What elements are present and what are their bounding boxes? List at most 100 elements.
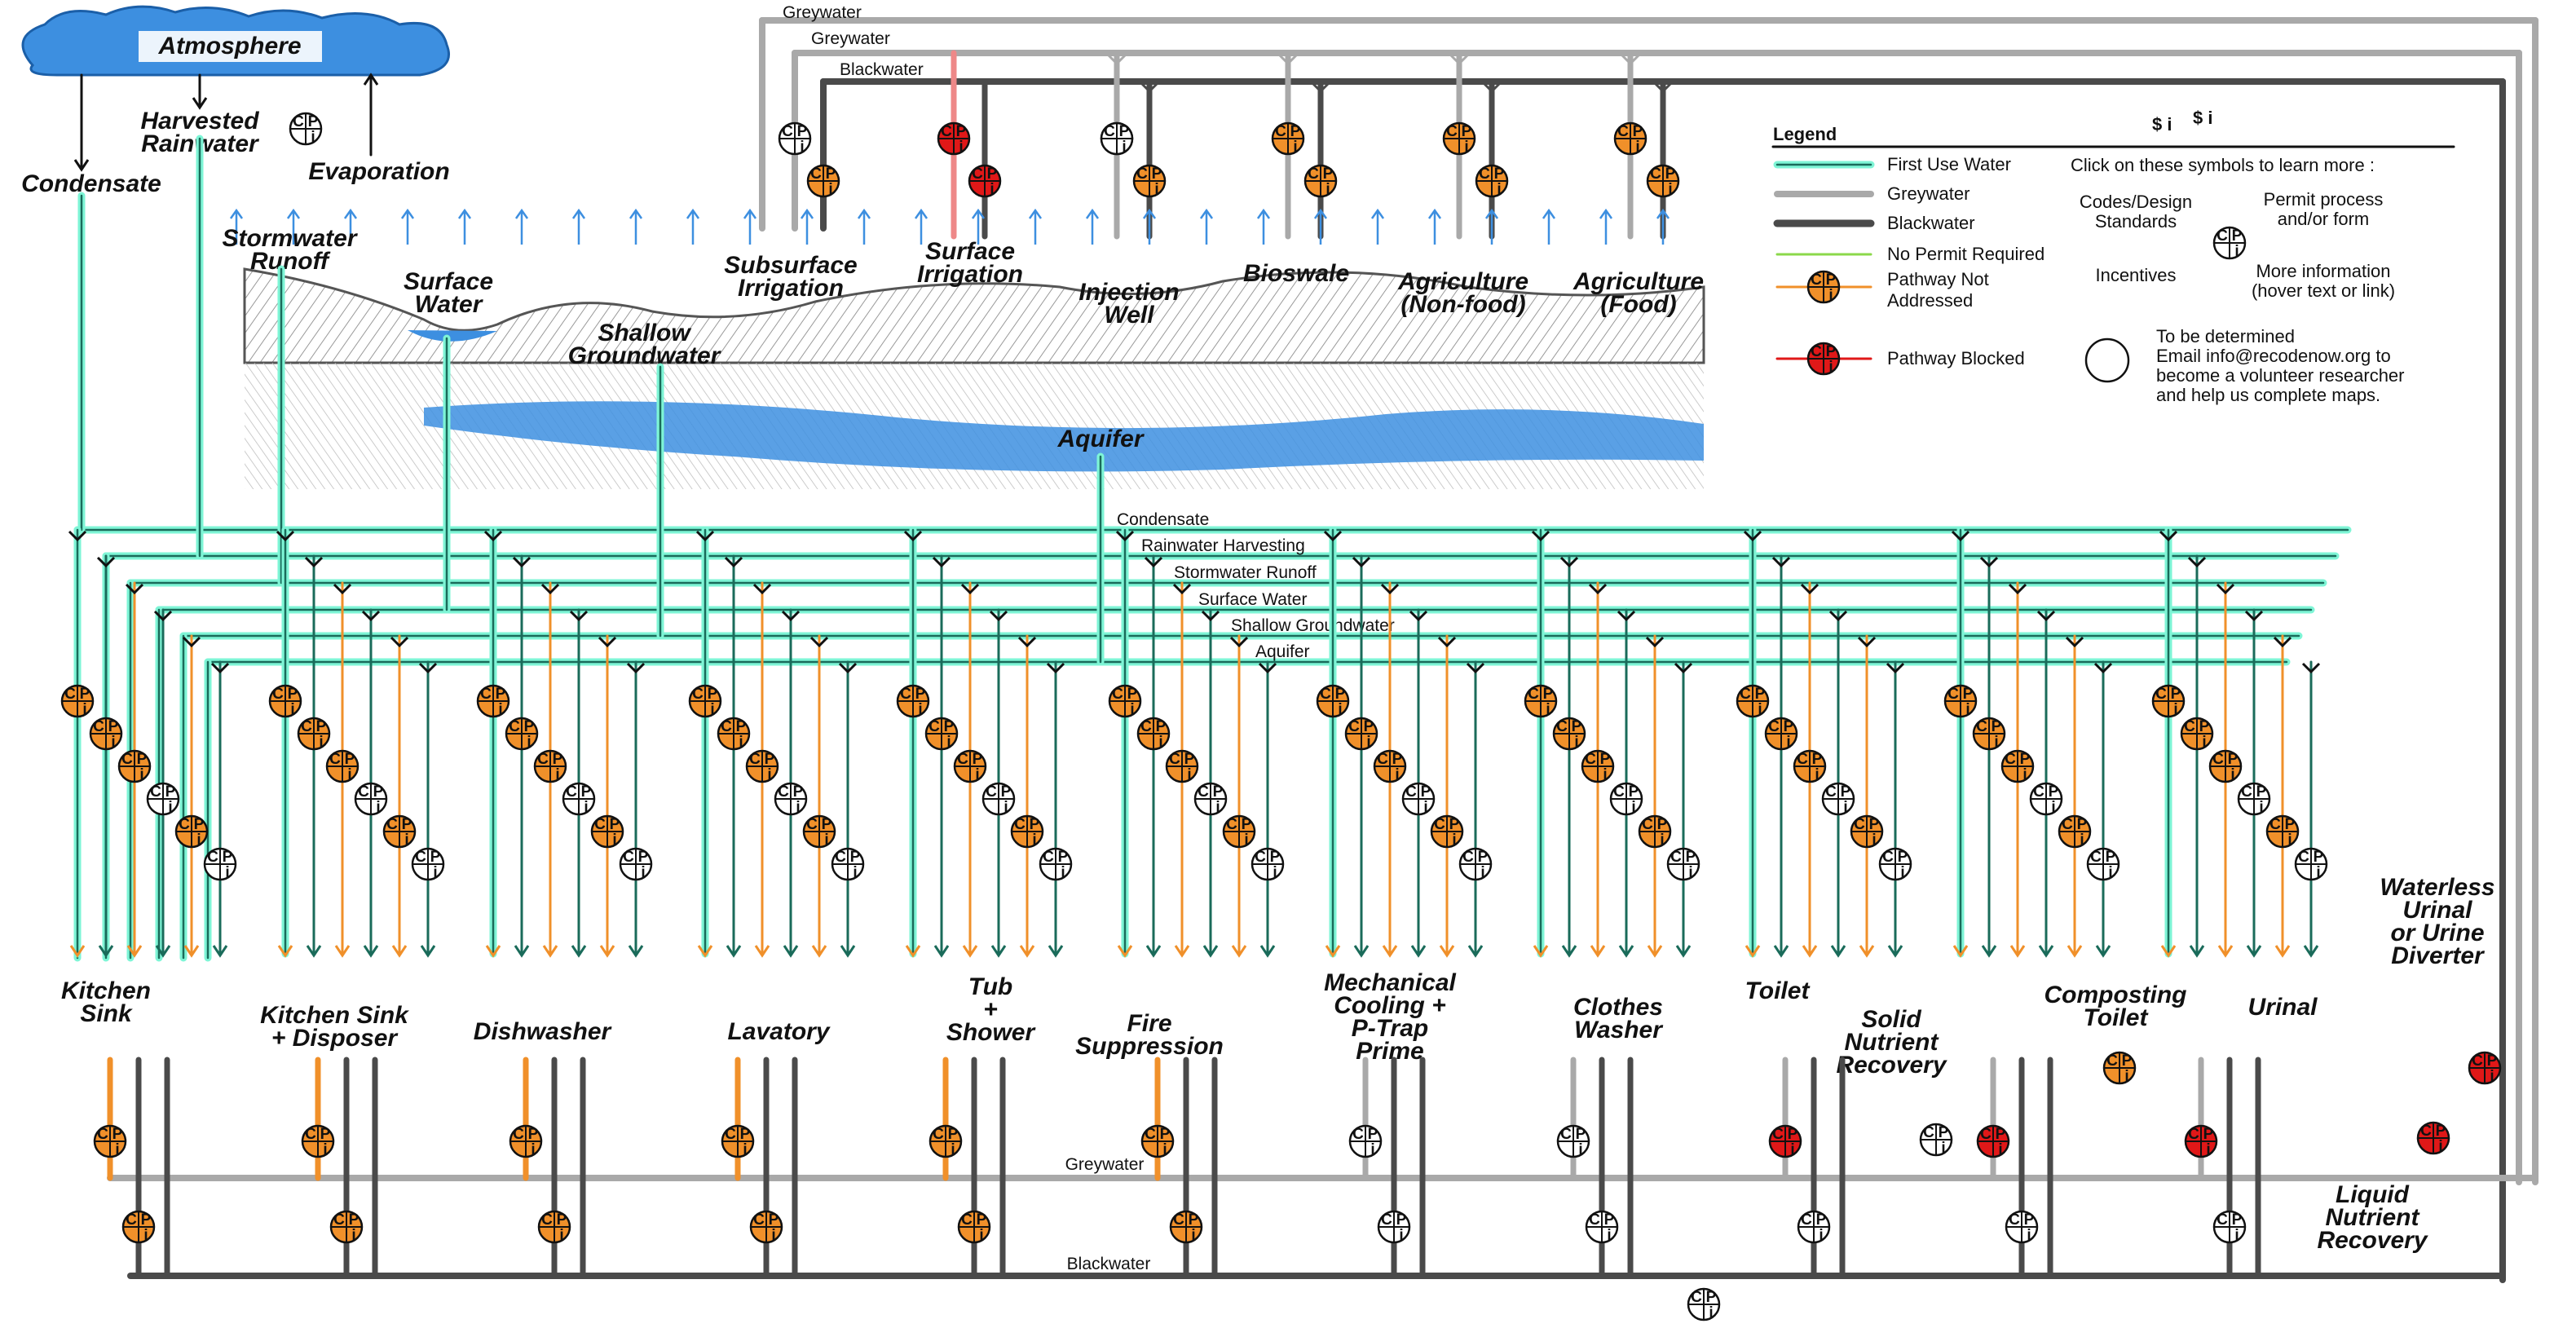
atmosphere-cloud[interactable]: Atmosphere [21, 5, 451, 77]
